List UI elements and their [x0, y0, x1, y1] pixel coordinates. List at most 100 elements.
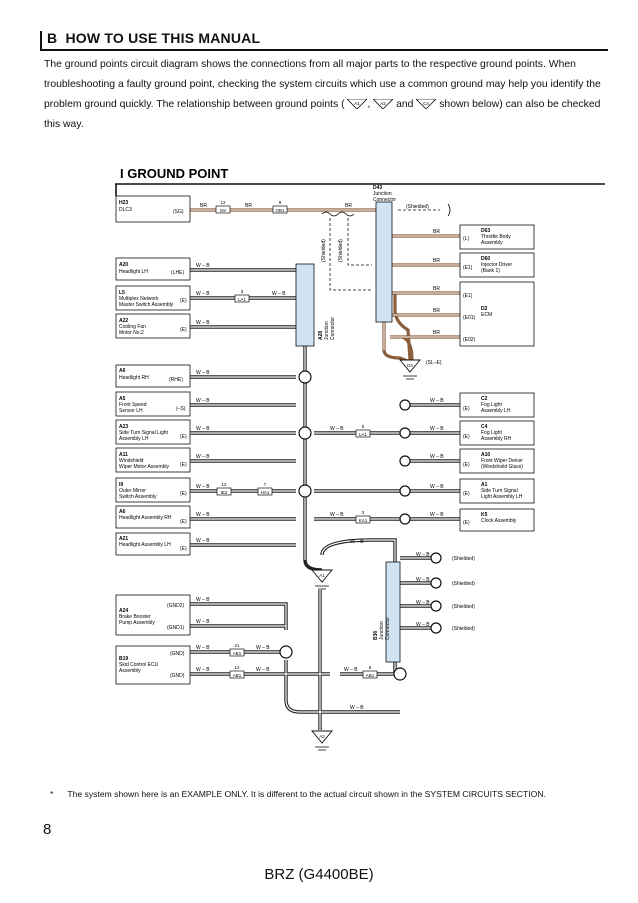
svg-text:Connector: Connector — [330, 317, 336, 340]
svg-text:(Bank 1): (Bank 1) — [481, 268, 500, 274]
svg-text:ECM: ECM — [481, 312, 492, 318]
svg-text:(Shielded): (Shielded) — [452, 626, 475, 632]
splice-points — [279, 370, 442, 681]
intro-paragraph: The ground points circuit diagram shows … — [44, 59, 601, 130]
page-number: 8 — [43, 821, 52, 838]
svg-text:BR: BR — [433, 229, 440, 235]
svg-text:(E): (E) — [180, 434, 187, 440]
svg-text:Connector: Connector — [373, 197, 396, 203]
svg-text:A1: A1 — [355, 101, 361, 106]
svg-text:A21: A21 — [119, 536, 128, 542]
svg-text:(E02): (E02) — [463, 337, 476, 343]
svg-text:OB1: OB1 — [275, 208, 285, 213]
svg-text:L5: L5 — [119, 290, 125, 296]
svg-text:(E): (E) — [463, 491, 470, 497]
svg-text:(E): (E) — [463, 434, 470, 440]
svg-text:H23: H23 — [119, 200, 128, 206]
svg-text:W – B: W – B — [196, 398, 210, 404]
svg-text:BR: BR — [200, 203, 207, 209]
svg-text:A1: A1 — [481, 482, 488, 488]
svg-text:W – B: W – B — [430, 484, 444, 490]
svg-text:A28: A28 — [318, 331, 324, 340]
svg-text:W – B: W – B — [196, 291, 210, 297]
inline-connectors — [215, 205, 378, 679]
svg-text:Front Wiper Deicer: Front Wiper Deicer — [481, 458, 523, 464]
svg-text:(GND1): (GND1) — [167, 625, 185, 631]
svg-text:(LHE): (LHE) — [171, 270, 184, 276]
svg-text:A20: A20 — [119, 262, 128, 268]
section-title: B HOW TO USE THIS MANUAL — [47, 30, 261, 46]
svg-text:AB1: AB1 — [233, 651, 242, 656]
svg-text:Multiplex Network: Multiplex Network — [119, 296, 159, 302]
ground-symbols — [311, 359, 421, 744]
svg-text:(E): (E) — [180, 298, 187, 304]
svg-text:12: 12 — [220, 200, 226, 205]
svg-text:LA1: LA1 — [238, 297, 247, 302]
svg-text:Junction: Junction — [379, 621, 385, 640]
svg-text:Assembly LH: Assembly LH — [481, 408, 511, 414]
svg-text:5: 5 — [362, 424, 365, 429]
svg-text:(Shielded): (Shielded) — [452, 604, 475, 610]
svg-text:BR: BR — [345, 203, 352, 209]
svg-text:C4: C4 — [481, 424, 488, 430]
svg-text:(–S): (–S) — [176, 406, 186, 412]
svg-text:W – B: W – B — [350, 705, 364, 711]
svg-text:(E1): (E1) — [463, 293, 473, 299]
ground-triangle-icon: A1 — [347, 99, 368, 110]
svg-text:A11: A11 — [119, 452, 128, 458]
svg-text:D2: D2 — [481, 306, 488, 312]
svg-text:W – B: W – B — [196, 454, 210, 460]
svg-text:BR: BR — [433, 308, 440, 314]
svg-text:(RHE): (RHE) — [169, 377, 183, 383]
svg-text:W – B: W – B — [430, 512, 444, 518]
svg-text:LA1: LA1 — [359, 432, 368, 437]
svg-text:3: 3 — [362, 510, 365, 515]
svg-text:(E1): (E1) — [463, 265, 473, 271]
svg-text:Skid Control ECU: Skid Control ECU — [119, 662, 159, 668]
svg-text:(E): (E) — [463, 520, 470, 526]
svg-text:Headlight RH: Headlight RH — [119, 375, 149, 381]
svg-text:W – B: W – B — [350, 539, 364, 545]
svg-text:C2: C2 — [481, 396, 488, 402]
svg-text:W – B: W – B — [256, 667, 270, 673]
diagram-title: I GROUND POINT — [120, 166, 228, 181]
svg-text:Cooling Fan: Cooling Fan — [119, 324, 146, 330]
svg-text:W – B: W – B — [196, 619, 210, 625]
svg-text:A6: A6 — [119, 509, 126, 515]
svg-text:W – B: W – B — [344, 667, 358, 673]
svg-text:Side Turn Signal: Side Turn Signal — [481, 488, 518, 494]
svg-text:W – B: W – B — [416, 577, 430, 583]
left-component-labels: H23 DLC3 (SG) A20 Headlight LH (LHE) L5 … — [119, 200, 187, 679]
svg-text:Junction: Junction — [324, 321, 330, 340]
svg-text:21: 21 — [234, 643, 240, 648]
svg-text:BR: BR — [433, 330, 440, 336]
svg-text:(L): (L) — [463, 236, 469, 242]
svg-text:W – B: W – B — [196, 512, 210, 518]
svg-text:7: 7 — [264, 482, 267, 487]
svg-text:A10: A10 — [481, 452, 490, 458]
svg-text:W – B: W – B — [196, 370, 210, 376]
svg-text:D43: D43 — [373, 185, 382, 191]
svg-text:(GND): (GND) — [170, 651, 185, 657]
svg-text:Headlight Assembly RH: Headlight Assembly RH — [119, 515, 172, 521]
svg-text:A23: A23 — [119, 424, 128, 430]
svg-text:(Shielded): (Shielded) — [321, 239, 327, 262]
svg-text:C4: C4 — [423, 101, 429, 106]
svg-text:Headlight LH: Headlight LH — [119, 269, 148, 275]
svg-text:B19: B19 — [119, 656, 128, 662]
svg-text:(E): (E) — [463, 462, 470, 468]
svg-text:W – B: W – B — [196, 645, 210, 651]
svg-text:Assembly: Assembly — [119, 668, 141, 674]
svg-text:W – B: W – B — [196, 538, 210, 544]
svg-text:Fog Light: Fog Light — [481, 430, 502, 436]
svg-text:A5: A5 — [119, 396, 126, 402]
svg-text:(SG): (SG) — [173, 209, 184, 215]
svg-text:Windshield: Windshield — [119, 458, 144, 464]
svg-text:W – B: W – B — [196, 320, 210, 326]
svg-text:W – B: W – B — [330, 426, 344, 432]
svg-text:BR: BR — [245, 203, 252, 209]
ground-triangle-icon: A2 — [373, 99, 394, 110]
svg-text:IE2: IE2 — [221, 490, 228, 495]
svg-text:(Shielded): (Shielded) — [452, 556, 475, 562]
sl-e-label: (SL–E) — [426, 360, 442, 366]
